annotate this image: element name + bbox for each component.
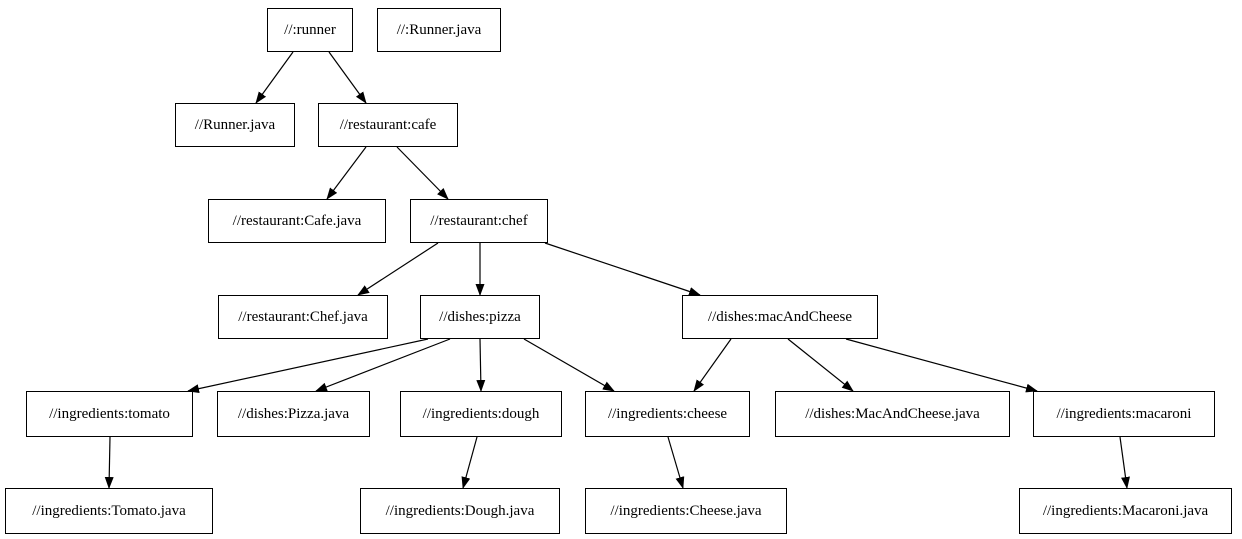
graph-node-tomato: //ingredients:tomato xyxy=(26,391,193,437)
graph-node-cheese-java: //ingredients:Cheese.java xyxy=(585,488,787,534)
graph-node-cafe-java: //restaurant:Cafe.java xyxy=(208,199,386,243)
graph-node-cheese: //ingredients:cheese xyxy=(585,391,750,437)
graph-node-pizza-java: //dishes:Pizza.java xyxy=(217,391,370,437)
graph-node-mac-and-cheese-java: //dishes:MacAndCheese.java xyxy=(775,391,1010,437)
edge-pizza-to-pizza-java xyxy=(315,338,451,392)
edge-cafe-to-chef xyxy=(396,146,449,200)
edge-chef-to-chef-java xyxy=(357,242,439,296)
graph-node-dough-java: //ingredients:Dough.java xyxy=(360,488,560,534)
edge-dough-to-dough-java xyxy=(461,436,478,489)
graph-node-macaroni: //ingredients:macaroni xyxy=(1033,391,1215,437)
graph-node-runner-java: //Runner.java xyxy=(175,103,295,147)
edge-mac-and-cheese-to-macaroni xyxy=(845,338,1038,393)
graph-node-runner-java-top: //:Runner.java xyxy=(377,8,501,52)
graph-node-chef: //restaurant:chef xyxy=(410,199,548,243)
edge-cheese-to-cheese-java xyxy=(667,436,685,489)
edge-pizza-to-tomato xyxy=(187,338,429,394)
graph-node-mac-and-cheese: //dishes:macAndCheese xyxy=(682,295,878,339)
graph-node-pizza: //dishes:pizza xyxy=(420,295,540,339)
graph-node-dough: //ingredients:dough xyxy=(400,391,562,437)
edge-macaroni-to-macaroni-java xyxy=(1119,436,1130,489)
edge-cafe-to-cafe-java xyxy=(326,146,367,200)
edge-runner-to-cafe xyxy=(328,51,367,104)
graph-node-cafe: //restaurant:cafe xyxy=(318,103,458,147)
graph-node-macaroni-java: //ingredients:Macaroni.java xyxy=(1019,488,1232,534)
graph-node-chef-java: //restaurant:Chef.java xyxy=(218,295,388,339)
edge-mac-and-cheese-to-cheese xyxy=(693,338,732,392)
edge-chef-to-mac-and-cheese xyxy=(544,242,701,296)
edge-pizza-to-cheese xyxy=(523,338,615,392)
graph-node-runner: //:runner xyxy=(267,8,353,52)
edge-mac-and-cheese-to-mac-and-cheese-java xyxy=(787,338,854,392)
graph-node-tomato-java: //ingredients:Tomato.java xyxy=(5,488,213,534)
edge-runner-to-runner-java xyxy=(255,51,294,104)
edge-tomato-to-tomato-java xyxy=(104,436,114,489)
edge-pizza-to-dough xyxy=(476,338,486,392)
